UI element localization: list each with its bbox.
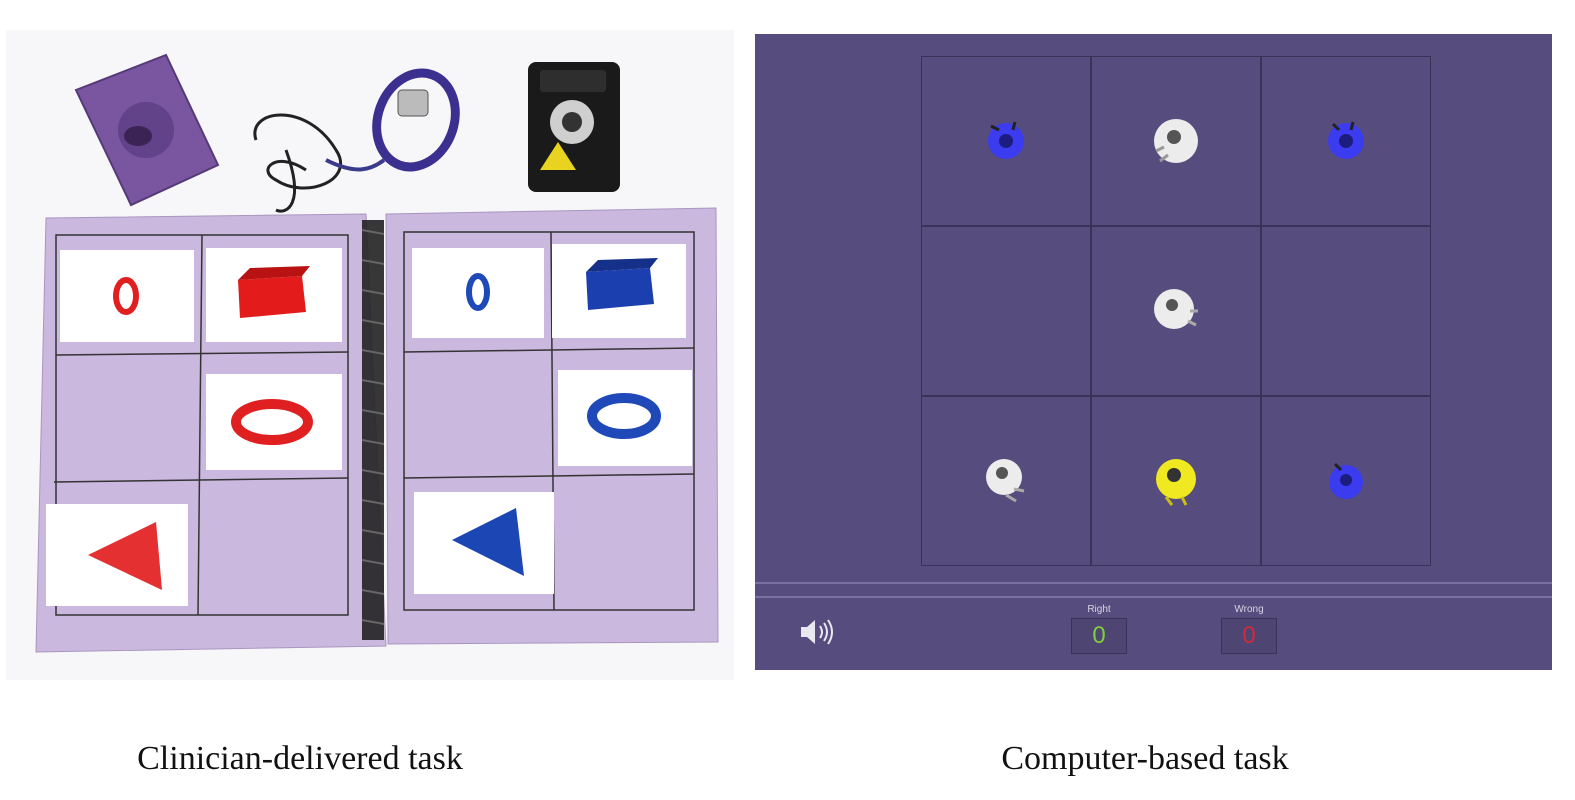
wrong-label: Wrong [1234, 604, 1264, 615]
white-gear-icon [1154, 119, 1198, 163]
grid-cell[interactable] [1091, 56, 1261, 226]
divider [755, 582, 1552, 584]
clinician-materials-illustration [35, 53, 719, 653]
caption-clinician: Clinician-delivered task [137, 740, 463, 777]
grid-cell[interactable] [1091, 396, 1261, 566]
blue-shape-cards [412, 244, 692, 594]
right-label: Right [1087, 604, 1111, 615]
blue-gear-icon [988, 121, 1024, 159]
right-score: 0 [1071, 618, 1127, 654]
grid-cell[interactable] [921, 56, 1091, 226]
clinician-task-photo [6, 30, 734, 680]
wrong-score: 0 [1221, 618, 1277, 654]
card-deck-image [74, 53, 220, 207]
grid-cell[interactable] [921, 396, 1091, 566]
grid-cell[interactable] [1261, 396, 1431, 566]
blue-gear-icon [1328, 121, 1364, 159]
grid-cell[interactable] [1091, 226, 1261, 396]
audio-device-image [528, 62, 620, 192]
status-bar: Right 0 Wrong 0 [755, 582, 1552, 670]
red-shape-cards [46, 248, 342, 606]
computer-task-screen: Right 0 Wrong 0 [755, 34, 1552, 670]
lanyard-timer-image [253, 68, 460, 213]
grid-cell[interactable] [1261, 226, 1431, 396]
shape-grid [921, 56, 1431, 566]
white-gear-icon [1154, 289, 1198, 329]
divider [755, 596, 1552, 598]
speaker-icon[interactable] [797, 615, 839, 649]
yellow-gear-icon [1156, 459, 1196, 506]
caption-computer: Computer-based task [1001, 740, 1289, 777]
grid-cell[interactable] [921, 226, 1091, 396]
grid-cell[interactable] [1261, 56, 1431, 226]
white-gear-icon [986, 459, 1025, 503]
blue-gear-icon [1329, 462, 1363, 499]
